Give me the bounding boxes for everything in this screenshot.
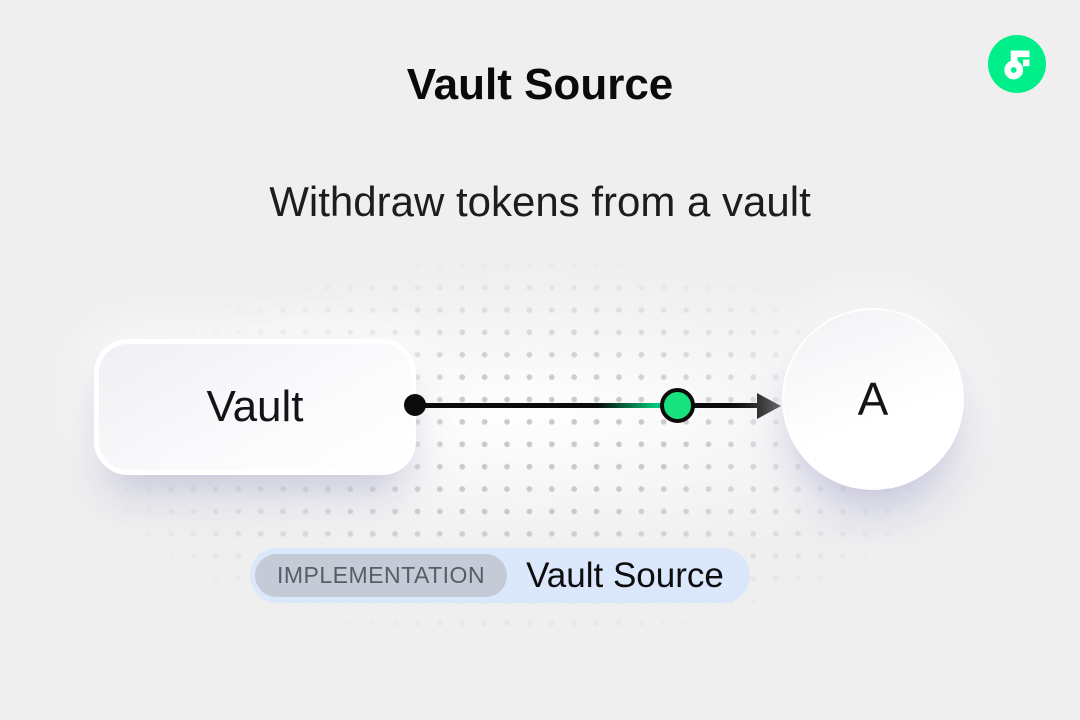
- badge-label: Vault Source: [526, 555, 724, 595]
- token-dot: [660, 388, 695, 423]
- edge-line: [415, 403, 760, 408]
- vault-node: Vault: [94, 339, 416, 475]
- implementation-tag: IMPLEMENTATION: [255, 554, 508, 597]
- arrowhead-icon: [757, 393, 781, 419]
- edge-start-dot: [404, 394, 426, 416]
- page-subtitle: Withdraw tokens from a vault: [269, 178, 811, 225]
- flow-logo-icon: [988, 35, 1046, 93]
- recipient-node: A: [782, 308, 964, 490]
- edge-green-trail: [598, 403, 662, 408]
- recipient-node-label: A: [857, 373, 889, 425]
- vault-node-label: Vault: [206, 382, 304, 431]
- page-title: Vault Source: [406, 60, 674, 109]
- implementation-badge: IMPLEMENTATION Vault Source: [250, 548, 750, 603]
